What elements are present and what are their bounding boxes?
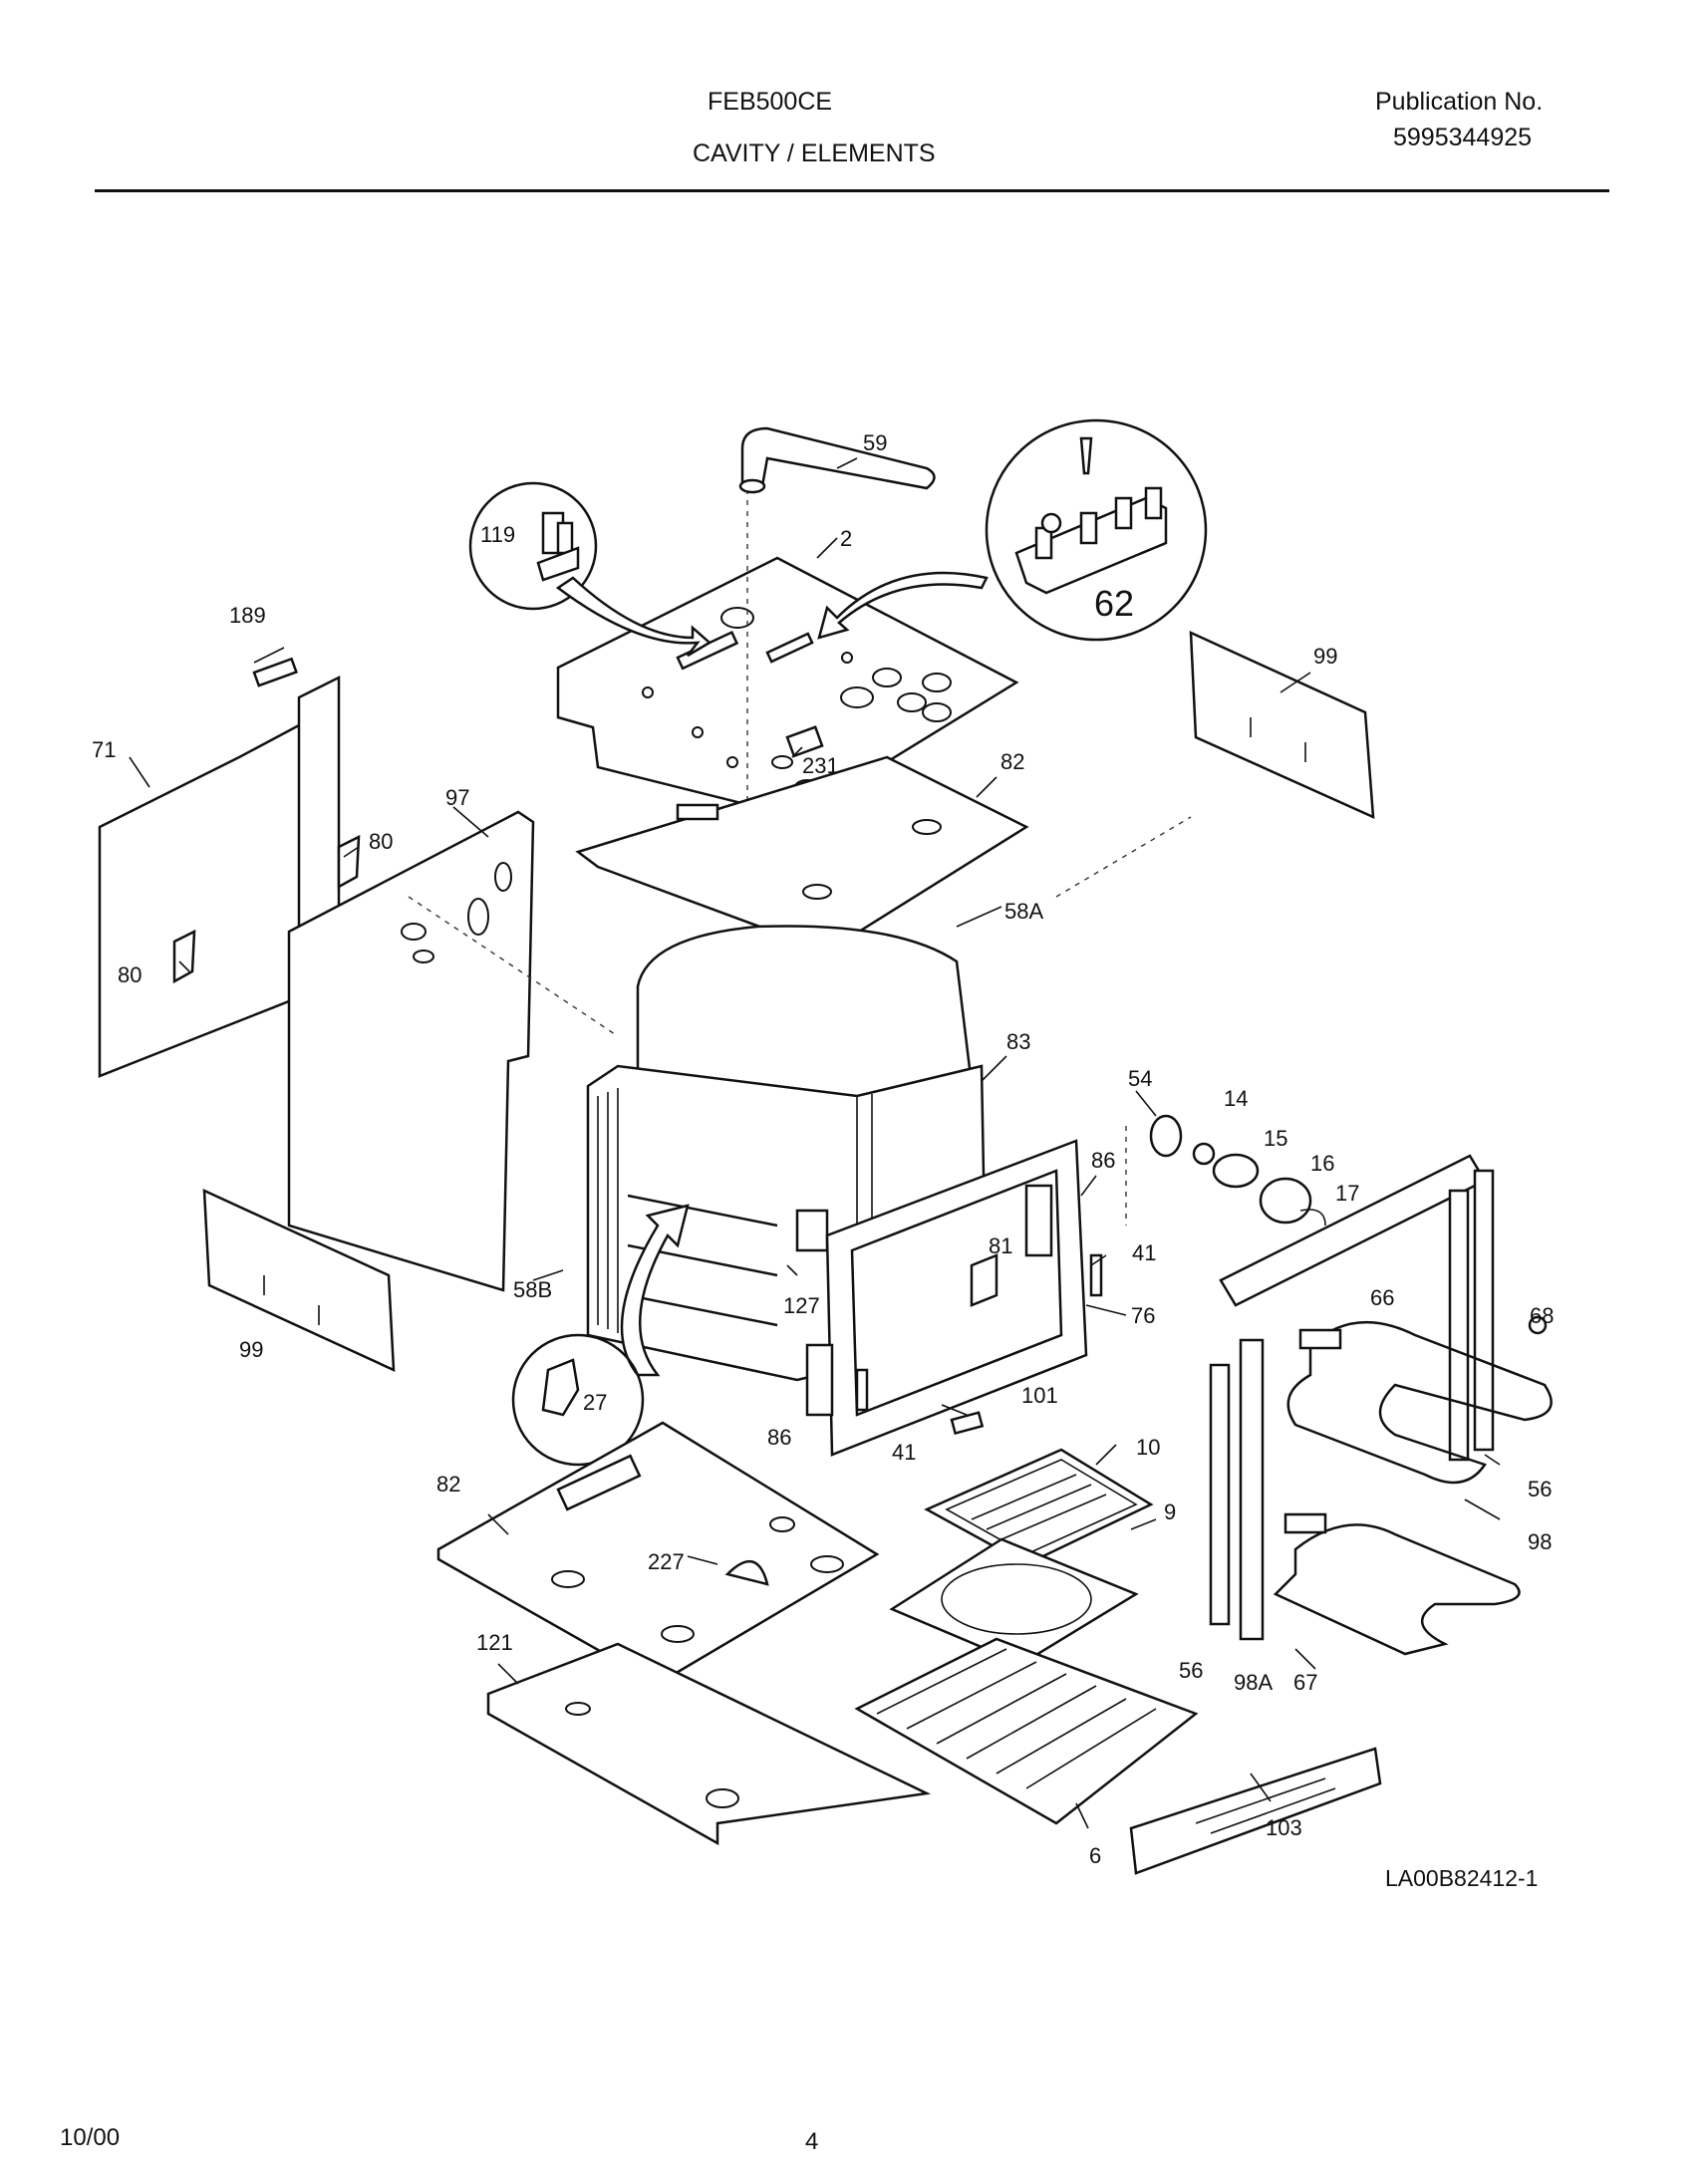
callout: 10 bbox=[1136, 1435, 1160, 1460]
callout: 98A bbox=[1234, 1670, 1273, 1695]
callout: 9 bbox=[1164, 1499, 1176, 1524]
callout: 16 bbox=[1310, 1151, 1334, 1176]
callout: 189 bbox=[229, 603, 266, 628]
inset-119 bbox=[468, 481, 712, 658]
callout: 119 bbox=[480, 522, 515, 547]
broil-pan bbox=[889, 1448, 1154, 1666]
callout: 81 bbox=[989, 1233, 1012, 1258]
part-101 bbox=[950, 1411, 985, 1436]
drawing-code: LA00B82412-1 bbox=[1385, 1865, 1539, 1891]
callout: 83 bbox=[1006, 1029, 1030, 1054]
callout: 82 bbox=[436, 1472, 460, 1497]
publication-number: 5995344925 bbox=[1393, 124, 1533, 151]
bake-element-66 bbox=[1286, 1320, 1553, 1485]
callout: 127 bbox=[783, 1293, 820, 1318]
bottom-panel-121 bbox=[486, 1642, 932, 1846]
model-number: FEB500CE bbox=[708, 88, 833, 116]
callout: 15 bbox=[1264, 1126, 1287, 1151]
callout: 58A bbox=[1004, 899, 1043, 924]
back-panel-lower bbox=[202, 1189, 396, 1372]
callout: 80 bbox=[118, 962, 142, 987]
kick-plate-103 bbox=[1129, 1747, 1382, 1875]
callout: 101 bbox=[1021, 1383, 1058, 1408]
page-number: 4 bbox=[805, 2128, 819, 2155]
callout: 227 bbox=[648, 1549, 685, 1574]
callout: 56 bbox=[1528, 1477, 1552, 1501]
callout: 121 bbox=[476, 1630, 513, 1655]
callout: 76 bbox=[1131, 1303, 1155, 1328]
publication-label: Publication No. bbox=[1375, 88, 1544, 116]
element-brackets bbox=[1209, 1154, 1495, 1641]
callout: 68 bbox=[1530, 1303, 1554, 1328]
section-title: CAVITY / ELEMENTS bbox=[693, 139, 936, 167]
callout: 14 bbox=[1224, 1086, 1248, 1111]
callout: 82 bbox=[1000, 749, 1024, 774]
header-divider bbox=[95, 189, 1609, 192]
oven-rack bbox=[854, 1637, 1199, 1825]
leader-lines bbox=[129, 457, 1501, 1829]
callout: 62 bbox=[1094, 583, 1134, 624]
callout: 66 bbox=[1370, 1285, 1394, 1310]
callout: 41 bbox=[1132, 1240, 1156, 1265]
top-insulation-part bbox=[575, 755, 1029, 954]
broil-element-67 bbox=[1273, 1512, 1521, 1656]
callout: 99 bbox=[239, 1337, 263, 1362]
callout: 98 bbox=[1528, 1529, 1552, 1554]
callout: 58B bbox=[513, 1277, 552, 1302]
callout: 54 bbox=[1128, 1066, 1152, 1091]
door-frame bbox=[805, 1139, 1103, 1457]
callout-labels: 59 2 119 62 189 99 71 97 80 80 231 82 58… bbox=[92, 430, 1554, 1868]
callout: 2 bbox=[840, 526, 852, 551]
callout: 59 bbox=[863, 430, 887, 455]
side-panel-71 bbox=[98, 714, 316, 1078]
callout: 71 bbox=[92, 737, 116, 762]
callout: 56 bbox=[1179, 1658, 1203, 1683]
lamp-lens-part bbox=[1149, 1114, 1183, 1158]
callout: 99 bbox=[1313, 644, 1337, 669]
callout: 80 bbox=[369, 829, 393, 854]
callout: 86 bbox=[1091, 1148, 1115, 1173]
callout: 67 bbox=[1293, 1670, 1317, 1695]
top-panel-part bbox=[556, 478, 1019, 819]
tube-part bbox=[738, 426, 936, 494]
callout: 27 bbox=[583, 1390, 607, 1415]
callout: 97 bbox=[445, 785, 469, 810]
callout: 41 bbox=[892, 1440, 916, 1465]
callout: 231 bbox=[802, 753, 839, 778]
inset-27 bbox=[511, 1333, 645, 1467]
inset-62 bbox=[817, 418, 1208, 642]
callout: 17 bbox=[1335, 1181, 1359, 1206]
revision-date: 10/00 bbox=[60, 2124, 121, 2151]
callout: 86 bbox=[767, 1425, 791, 1450]
callout: 6 bbox=[1089, 1843, 1101, 1868]
back-panel-upper bbox=[1189, 631, 1375, 820]
callout: 103 bbox=[1266, 1815, 1302, 1840]
bottom-insulation-part bbox=[436, 1421, 880, 1686]
